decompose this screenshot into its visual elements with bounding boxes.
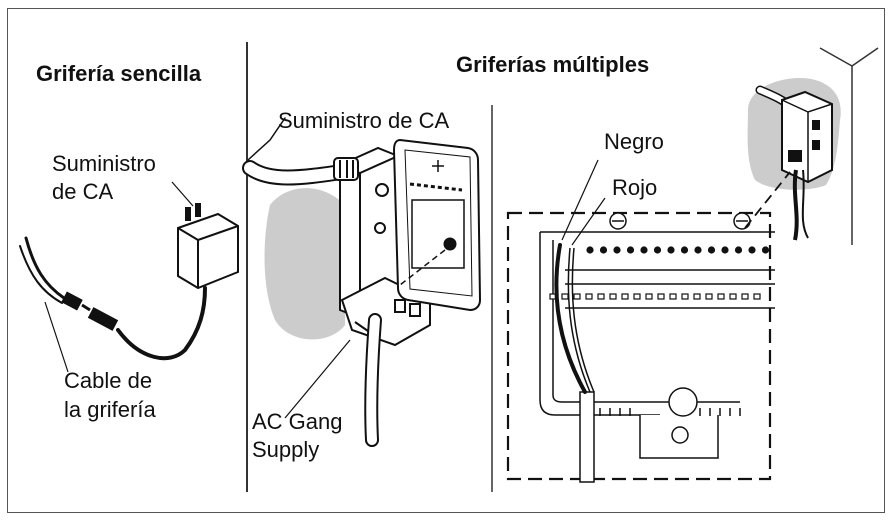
terminal-dot [586,246,594,254]
label-supply-line2: de CA [52,179,114,204]
terminal-slot [669,293,677,300]
terminal-dot [761,246,770,254]
terminal-dot [640,246,648,254]
dashed-connection [744,171,791,229]
leader-line [284,339,351,419]
gang-box-icon [333,146,431,347]
valve-board-icon [506,211,775,483]
gang-box-cover [392,138,482,312]
terminal-slot [633,293,641,300]
terminal-slot [705,293,713,300]
terminal-row-small [549,293,761,300]
wall-outlet-icon [747,78,841,241]
terminal-slot [693,293,701,300]
terminal-slot [657,293,665,300]
label-cable-line2: la grifería [64,397,156,422]
cable-connector-icon [61,291,119,331]
terminal-slot [609,293,617,300]
terminal-slot [597,293,605,300]
wall-shadow [264,188,345,340]
terminal-dot [748,246,756,254]
terminal-slot [717,293,725,300]
transformer-cord [116,286,207,361]
label-gang-line2: Supply [252,437,320,462]
faucet-cable [19,236,66,304]
wall-corner [819,47,879,245]
terminal-dot [667,246,675,254]
terminal-row [586,246,770,254]
terminal-slot [681,293,689,300]
terminal-dot [707,246,716,254]
terminal-dot [613,246,621,254]
panel-title-single: Grifería sencilla [36,61,202,86]
wire-red [567,247,595,393]
terminal-dot [599,246,608,254]
label-red-wire: Rojo [612,175,658,200]
wire-black [554,243,587,394]
terminal-slot [645,293,653,300]
leader-line [571,197,606,246]
terminal-slot [621,293,629,300]
mounting-screw-icon [399,237,457,286]
label-gang-line1: AC Gang [252,409,343,434]
label-cable-line1: Cable de [64,368,153,393]
supply-cable [242,117,350,186]
terminal-slot [585,293,593,300]
terminal-dot [721,246,729,254]
label-supply-ca: Suministro de CA [278,108,450,133]
terminal-slot [753,293,761,300]
terminal-dot [626,246,635,254]
terminal-dot [734,246,743,254]
terminal-dot [694,246,702,254]
label-supply-line1: Suministro [52,151,156,176]
leader-line [171,181,194,207]
label-black-wire: Negro [604,129,664,154]
terminal-slot [741,293,749,300]
terminal-slot [729,293,737,300]
terminal-slot [561,293,569,300]
panel-title-multiple: Griferías múltiples [456,52,650,77]
leader-line [561,159,599,241]
gang-output-cable [364,313,382,447]
leader-line [44,301,69,373]
plug-in-transformer-icon [177,203,239,290]
terminal-dot [680,246,689,254]
terminal-dot [653,246,662,254]
terminal-slot [573,293,581,300]
